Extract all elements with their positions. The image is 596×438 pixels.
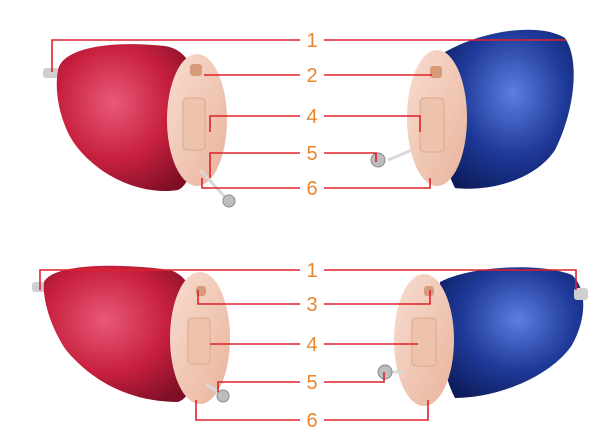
leader-4-right	[324, 116, 420, 132]
vent-opening	[430, 66, 442, 78]
top-right-hearing-aid	[371, 30, 574, 189]
removal-cord-stub	[43, 68, 59, 78]
label-4: 4	[306, 334, 317, 356]
removal-cord	[388, 150, 412, 160]
label-1: 1	[306, 260, 317, 282]
removal-cord-knob	[378, 365, 392, 379]
vent-opening	[190, 64, 202, 76]
bottom-left-hearing-aid	[32, 266, 230, 404]
label-3: 3	[306, 294, 317, 316]
label-2: 2	[306, 65, 317, 87]
battery-door	[183, 98, 205, 150]
leader-6	[196, 400, 300, 420]
label-6: 6	[306, 410, 317, 432]
removal-cord-knob	[223, 195, 235, 207]
blue-shell	[439, 267, 584, 398]
leader-5-right	[324, 372, 384, 382]
bottom-panel: 1 3 4 5 6	[32, 260, 588, 432]
label-4: 4	[306, 106, 317, 128]
leader-6-right	[324, 178, 430, 188]
battery-door	[188, 318, 210, 364]
leader-5-right	[324, 153, 376, 162]
label-1: 1	[306, 30, 317, 52]
top-panel: 1 2 4 5 6	[43, 30, 574, 207]
removal-cord-knob	[371, 153, 385, 167]
microphone-port	[424, 286, 434, 296]
leader-5	[218, 382, 300, 392]
label-5: 5	[306, 372, 317, 394]
battery-door	[412, 318, 436, 366]
label-6: 6	[306, 178, 317, 200]
top-left-hearing-aid	[43, 44, 235, 207]
bottom-right-hearing-aid	[378, 267, 588, 406]
label-5: 5	[306, 143, 317, 165]
leader-6-right	[324, 400, 428, 420]
leader-5	[210, 153, 300, 178]
battery-door	[420, 98, 444, 152]
